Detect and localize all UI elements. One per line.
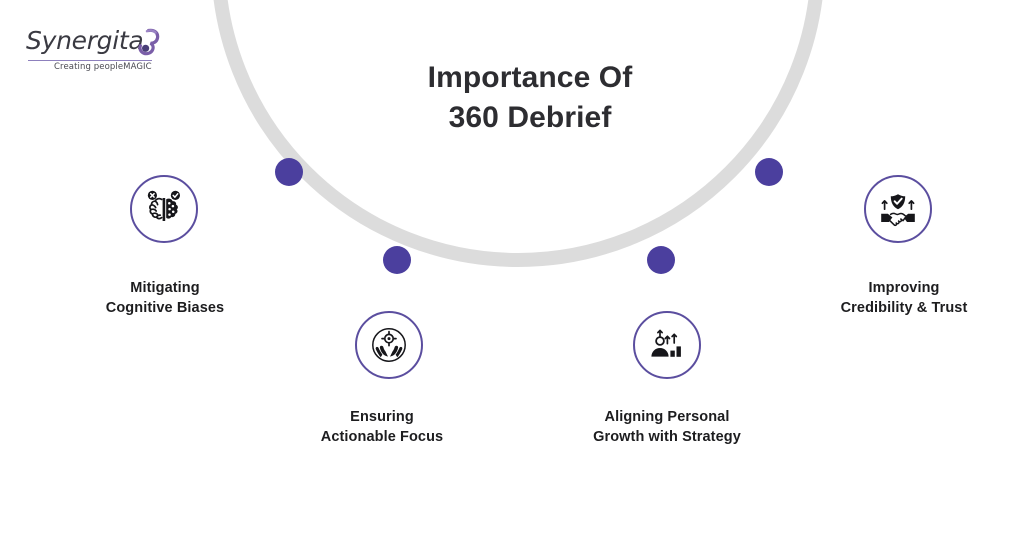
page-title-line-2: 360 Debrief [448,100,612,134]
item-label-improving-credibility-and-trust: Improving Credibility & Trust [789,279,1019,318]
brand-tagline: Creating peopleMAGIC [54,62,152,72]
person-growth-bar-chart-icon [633,311,701,379]
page-title: Importance Of 360 Debrief [330,58,730,138]
arc-node-dot-4 [755,158,783,186]
handshake-shield-check-icon [864,175,932,243]
brand-logo-divider [28,60,152,61]
item-label-line-1: Improving [868,280,940,296]
item-label-line-2: Growth with Strategy [593,428,741,445]
arc-node-dot-3 [647,246,675,274]
brand-logo-wordmark: Synergita [26,26,144,55]
split-brain-check-cross-icon [130,175,198,243]
item-label-ensuring-actionable-focus: Ensuring Actionable Focus [267,408,497,447]
item-label-mitigating-cognitive-biases: Mitigating Cognitive Biases [50,279,280,318]
synergita-swirl-icon [134,28,160,58]
item-label-line-2: Actionable Focus [320,428,444,445]
page-title-line-1: Importance Of [427,61,633,94]
brand-logo: Synergita Creating peopleMAGIC [26,26,166,74]
item-label-line-1: Ensuring [350,409,414,425]
item-label-line-2: Cognitive Biases [105,299,225,316]
item-label-aligning-personal-growth-with-strategy: Aligning Personal Growth with Strategy [552,408,782,447]
arc-node-dot-1 [275,158,303,186]
arc-node-dot-2 [383,246,411,274]
item-label-line-2: Credibility & Trust [840,299,968,316]
item-label-line-1: Aligning Personal [604,409,730,425]
hands-holding-target-icon [355,311,423,379]
item-label-line-1: Mitigating [130,280,200,296]
